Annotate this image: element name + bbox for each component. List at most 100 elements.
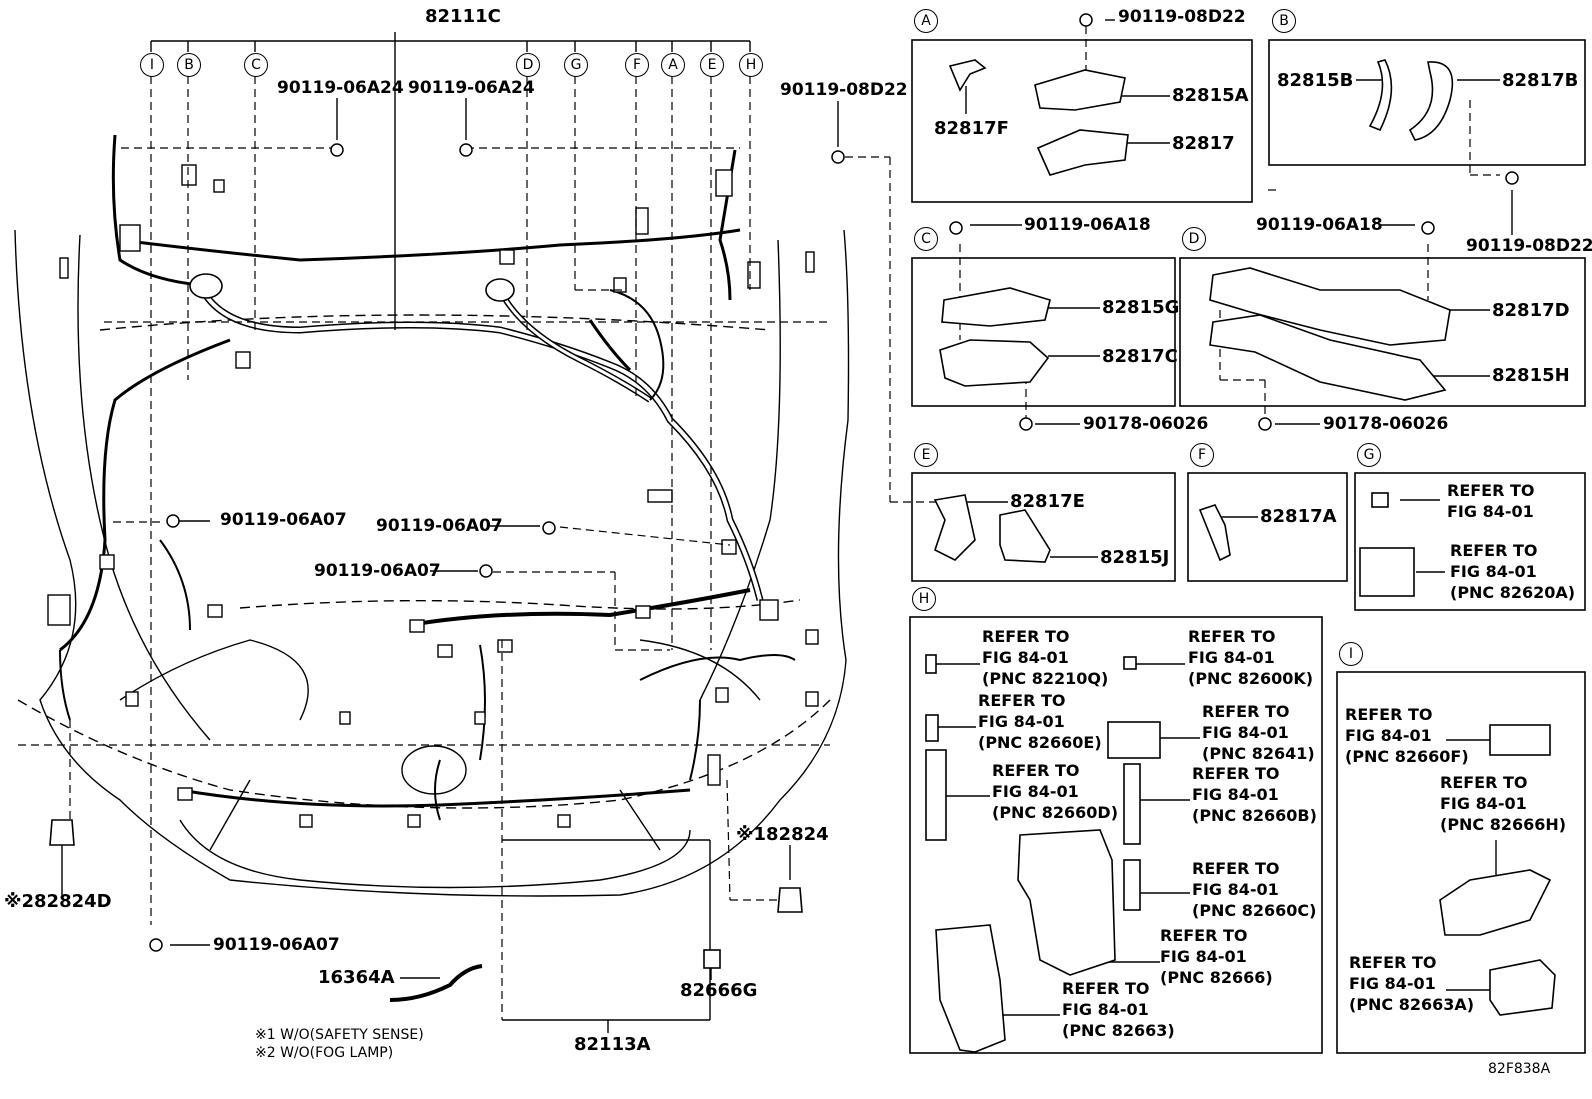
bracket-82815h: [1209, 314, 1447, 401]
connector-82666g: [703, 949, 721, 969]
bolt-label-right-top: 90119-08D22: [780, 80, 908, 100]
fog-sensor-label: ※282824D: [4, 891, 112, 912]
box-e-part-82817e: 82817E: [1010, 491, 1085, 512]
bracket-82815a: [1034, 69, 1126, 111]
connector-g-top: [1371, 492, 1389, 508]
box-h-ref-82660e: REFER TO FIG 84-01 (PNC 82660E): [978, 691, 1102, 752]
bracket-82815b: [1368, 59, 1393, 132]
box-i-ref-82666h: REFER TO FIG 84-01 (PNC 82666H): [1440, 773, 1567, 834]
box-f-frame: [1187, 472, 1348, 582]
box-h-callout: H: [912, 587, 936, 611]
box-a-part-82815a: 82815A: [1172, 85, 1249, 106]
connector-label: 82666G: [680, 980, 758, 1001]
bolt-label-center-mid: 90119-06A07: [376, 516, 503, 536]
box-i-frame: [1336, 671, 1586, 1054]
box-i-callout: I: [1339, 642, 1363, 666]
cable-label: 16364A: [318, 967, 395, 988]
box-a-part-82817: 82817: [1172, 133, 1235, 154]
bracket-82666h: [1439, 869, 1552, 936]
box-h-ref-82660b: REFER TO FIG 84-01 (PNC 82660B): [1192, 764, 1317, 825]
cable-16364a: [389, 964, 483, 1002]
bolt-label-left-mid: 90119-06A07: [220, 510, 347, 530]
connector-82660c: [1123, 859, 1141, 911]
note-fog-lamp: ※2 W/O(FOG LAMP): [255, 1045, 394, 1061]
box-a-bolt-label: 90119-08D22: [1118, 7, 1246, 27]
fuse-box-82663: [935, 924, 1006, 1053]
module-82641: [1107, 721, 1161, 759]
bracket-82817a: [1198, 504, 1231, 562]
figure-code: 82F838A: [1488, 1061, 1551, 1077]
callout-f: F: [625, 53, 649, 77]
callout-h: H: [739, 53, 763, 77]
bolt-icons: [149, 13, 1519, 952]
box-d-bolt-label: 90119-06A18: [1256, 215, 1383, 235]
bolt-label-center-low: 90119-06A07: [314, 561, 441, 581]
box-g-frame: [1354, 472, 1586, 611]
clip-82817f: [948, 59, 987, 92]
bracket-82817e: [933, 494, 976, 561]
box-i-ref-82663a: REFER TO FIG 84-01 (PNC 82663A): [1349, 953, 1475, 1014]
safety-sensor-label: ※182824: [736, 824, 829, 845]
box-c-part-82815g: 82815G: [1102, 297, 1180, 318]
connectors: [47, 164, 819, 828]
sensor-82824d: [49, 819, 75, 846]
bracket-82817: [1036, 129, 1129, 176]
grommets: [189, 273, 515, 302]
bracket-82817c: [939, 339, 1050, 387]
callout-d: D: [516, 53, 540, 77]
box-h-ref-82600k: REFER TO FIG 84-01 (PNC 82600K): [1188, 627, 1314, 688]
connector-h-1: [925, 654, 937, 674]
bolt-label-bottom-left: 90119-06A07: [213, 935, 340, 955]
box-e-callout: E: [914, 443, 938, 467]
box-b-bolt-label: 90119-08D22: [1466, 236, 1592, 256]
sensor-82824: [777, 887, 803, 913]
harness-trunk: [59, 134, 796, 821]
box-i-ref-82660f: REFER TO FIG 84-01 (PNC 82660F): [1345, 705, 1469, 766]
box-h-ref-82641: REFER TO FIG 84-01 (PNC 82641): [1202, 702, 1315, 763]
bracket-82815g: [941, 287, 1051, 327]
bracket-82817b: [1408, 61, 1454, 141]
box-e-part-82815j: 82815J: [1100, 547, 1170, 568]
note-safety-sense: ※1 W/O(SAFETY SENSE): [255, 1027, 424, 1043]
box-g-callout: G: [1357, 443, 1381, 467]
box-h-ref-82660d: REFER TO FIG 84-01 (PNC 82660D): [992, 761, 1118, 822]
bracket-82817d: [1209, 267, 1451, 346]
lower-harness-label: 82113A: [574, 1034, 651, 1055]
connector-82660b: [1123, 763, 1141, 845]
box-g-ref-2: REFER TO FIG 84-01 (PNC 82620A): [1450, 541, 1576, 602]
callout-leaders: [18, 26, 1500, 1020]
box-d-callout: D: [1182, 227, 1206, 251]
part-sketches: [49, 59, 1556, 1053]
box-a-frame: [911, 39, 1253, 203]
connector-h-3: [925, 714, 939, 742]
box-c-nut-label: 90178-06026: [1083, 414, 1209, 434]
bolt-label-mid-top: 90119-06A24: [408, 78, 535, 98]
callout-e: E: [700, 53, 724, 77]
box-d-frame: [1179, 257, 1586, 407]
box-b-part-82817b: 82817B: [1502, 70, 1579, 91]
callout-b: B: [177, 53, 201, 77]
box-a-part-82817f: 82817F: [934, 118, 1009, 139]
box-c-callout: C: [914, 227, 938, 251]
box-f-part-82817a: 82817A: [1260, 506, 1337, 527]
bolt-label-left-top: 90119-06A24: [277, 78, 404, 98]
box-b-part-82815b: 82815B: [1277, 70, 1354, 91]
box-c-frame: [911, 257, 1176, 407]
box-h-ref-82210q: REFER TO FIG 84-01 (PNC 82210Q): [982, 627, 1109, 688]
box-g-ref-1: REFER TO FIG 84-01: [1447, 481, 1535, 521]
module-82620a: [1359, 547, 1415, 597]
callout-c: C: [244, 53, 268, 77]
box-a-callout: A: [914, 9, 938, 33]
bracket-82815j: [999, 509, 1051, 563]
connector-82660d: [925, 749, 947, 841]
callout-g: G: [564, 53, 588, 77]
harness-part-label: 82111C: [425, 6, 501, 27]
block-82663a: [1489, 959, 1556, 1016]
part-leaders: [61, 19, 1513, 1033]
callout-a: A: [661, 53, 685, 77]
box-f-callout: F: [1190, 443, 1214, 467]
box-h-ref-82666: REFER TO FIG 84-01 (PNC 82666): [1160, 926, 1273, 987]
box-c-bolt-label: 90119-06A18: [1024, 215, 1151, 235]
box-c-part-82817c: 82817C: [1102, 346, 1178, 367]
